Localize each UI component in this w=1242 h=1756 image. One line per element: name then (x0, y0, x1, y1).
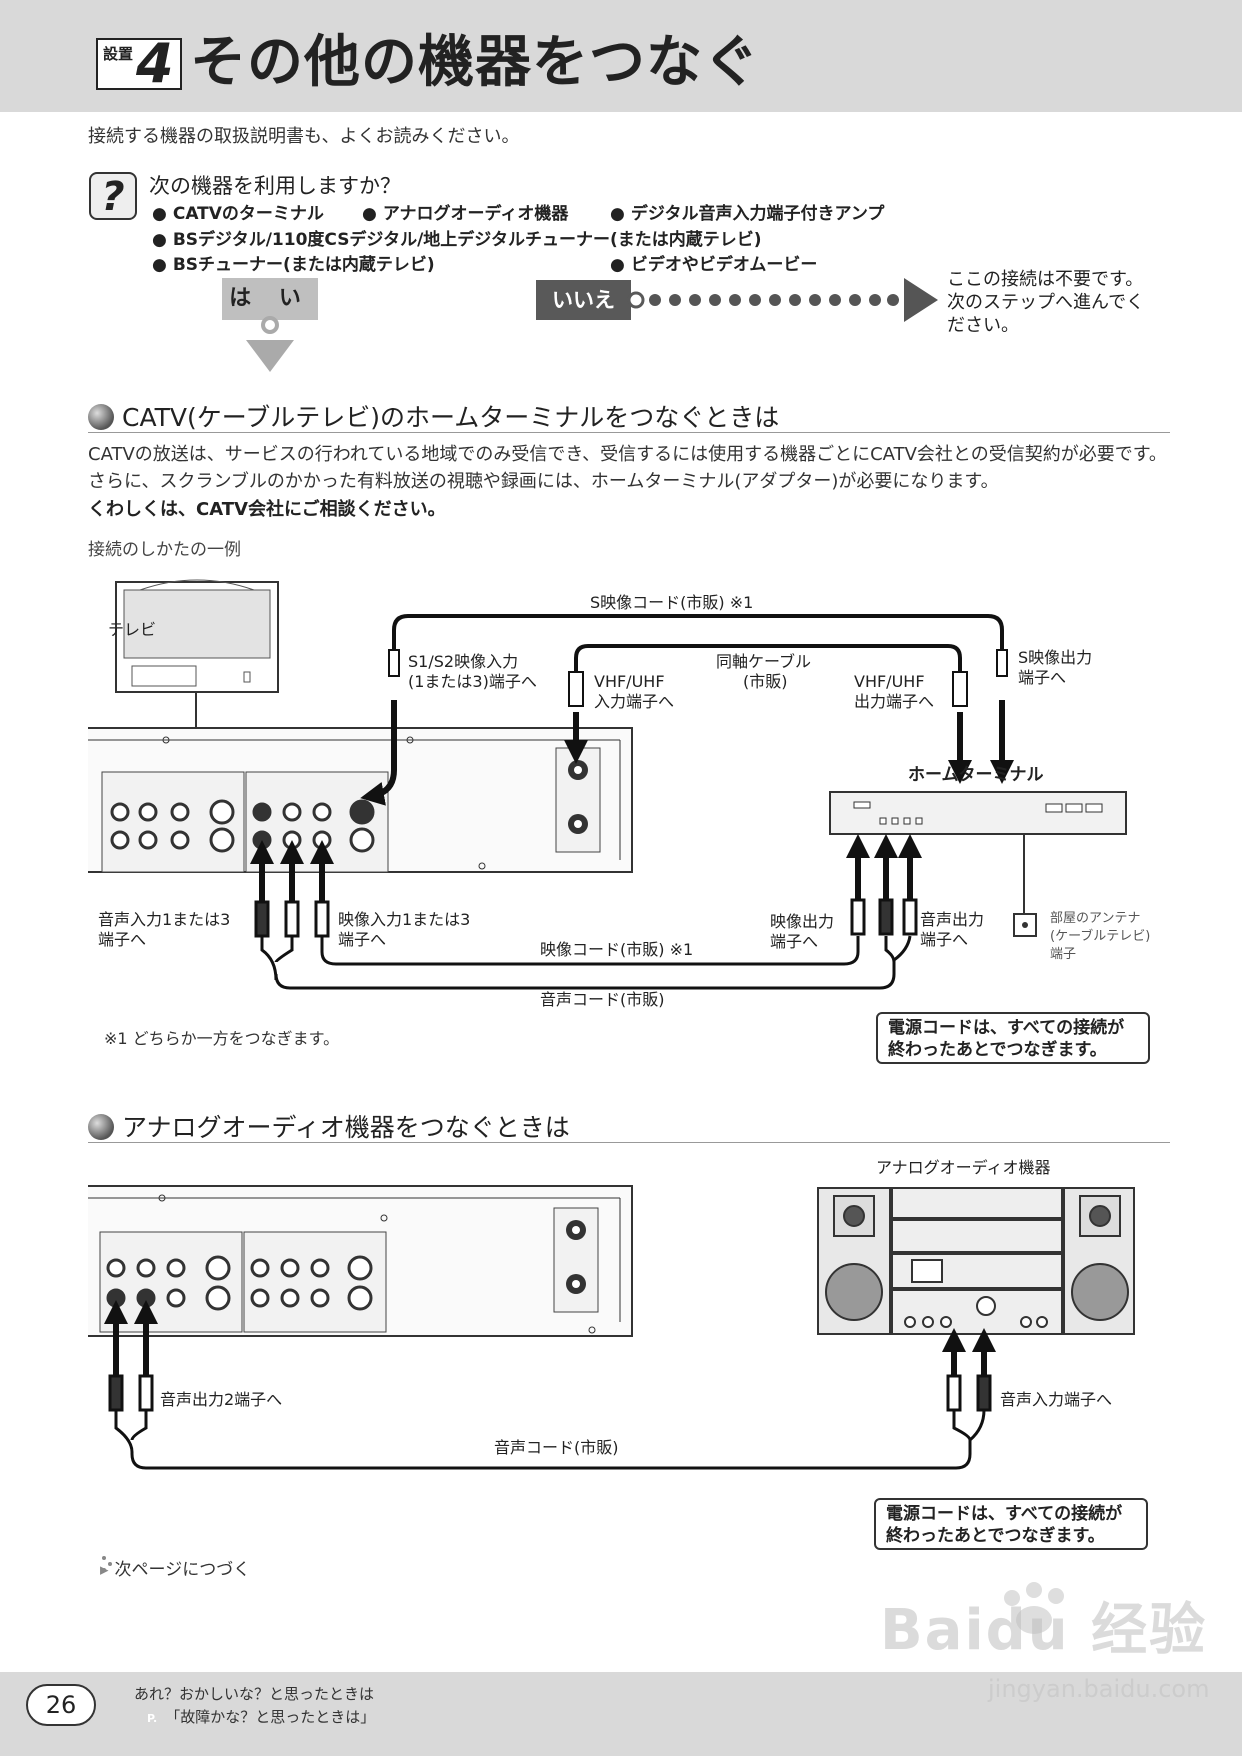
audio-input-label-2: 端子へ (98, 930, 147, 949)
intro-text: 接続する機器の取扱説明書も、よくお読みください。 (88, 126, 520, 147)
connection-arrows-2 (104, 1300, 996, 1376)
step-label: 設置 (103, 45, 134, 63)
page-number: 26 (26, 1684, 96, 1726)
power-notice-catv-line2: 終わったあとでつなぎます。 (888, 1040, 1107, 1060)
analog-audio-in-label: 音声入力端子へ (1000, 1390, 1113, 1409)
video-input-label-1: 映像入力1または3 (338, 910, 471, 929)
no-label: いいえ (536, 280, 631, 320)
footnote-1: ※1 どちらか一方をつなぎます。 (104, 1029, 340, 1048)
step-number: 4 (136, 32, 174, 95)
video-output-label-1: 映像出力 (770, 912, 835, 931)
coax-label-2: (市販) (743, 672, 788, 691)
tv-illustration (115, 579, 279, 728)
footer-page-ref-icon: P. (147, 1712, 158, 1725)
antenna-label-1: 部屋のアンテナ (1050, 911, 1141, 926)
vhf-input-label-1: VHF/UHF (594, 672, 665, 691)
audio-output-label-2: 端子へ (920, 930, 969, 949)
analog-device-label: アナログオーディオ機器 (876, 1158, 1051, 1177)
audio-system-illustration (817, 1187, 1135, 1335)
question-item-catv: CATVのターミナル (152, 199, 324, 224)
catv-heading: CATV(ケーブルテレビ)のホームターミナルをつなぐときは (88, 398, 779, 434)
s-video-cord-label: S映像コード(市販) ※1 (590, 593, 754, 612)
question-icon: ? (89, 172, 137, 220)
audio-output-label-1: 音声出力 (920, 910, 985, 929)
vhf-input-label-2: 入力端子へ (594, 692, 675, 711)
footer-line-2: P. 「故障かな？と思ったときは」 (147, 1706, 375, 1727)
play-arrow-icon: ▸ (100, 1560, 109, 1580)
catv-rule (88, 432, 1170, 433)
baidu-watermark-logo: Baidu 经验 (880, 1598, 1208, 1663)
header-band (0, 0, 1242, 112)
power-notice-catv: 電源コードは、すべての接続が 終わったあとでつなぎます。 (876, 1012, 1150, 1064)
power-notice-catv-line1: 電源コードは、すべての接続が (888, 1018, 1125, 1038)
question-item-digital-tuner: BSデジタル/110度CSデジタル/地上デジタルチューナー(または内蔵テレビ) (152, 225, 762, 250)
section-ball-icon (88, 1114, 114, 1140)
analog-heading: アナログオーディオ機器をつなぐときは (88, 1108, 570, 1144)
footer-band (0, 1672, 1242, 1756)
analog-audio-cord-label: 音声コード(市販) (494, 1438, 619, 1457)
section-ball-icon (88, 404, 114, 430)
s-video-cord (388, 614, 1008, 677)
video-output-label-2: 端子へ (770, 932, 819, 951)
no-flow (627, 278, 938, 322)
page-title: その他の機器をつなぐ (190, 30, 760, 95)
vhf-output-label-1: VHF/UHF (854, 672, 925, 691)
power-notice-analog-line2: 終わったあとでつなぎます。 (886, 1526, 1105, 1546)
no-note: ここの接続は不要です。次のステップへ進んでください。 (947, 269, 1145, 336)
baidu-paw-icon (1004, 1582, 1064, 1634)
question-item-bs-tuner: BSチューナー(または内蔵テレビ) (152, 250, 435, 275)
vhf-output-label-2: 出力端子へ (854, 692, 935, 711)
coax-cable (568, 644, 968, 707)
analog-heading-text: アナログオーディオ機器をつなぐときは (122, 1113, 570, 1142)
s-output-label-2: 端子へ (1018, 668, 1067, 687)
continue-text: 次ページにつづく (114, 1560, 251, 1580)
audio-cord-label: 音声コード(市販) (540, 990, 665, 1009)
antenna-label-2: (ケーブルテレビ) (1050, 929, 1151, 944)
catv-contact: くわしくは、CATV会社にご相談ください。 (88, 499, 446, 520)
home-terminal-illustration (829, 791, 1127, 937)
question-item-analog: アナログオーディオ機器 (362, 199, 568, 224)
baidu-watermark-url: jingyan.baidu.com (988, 1675, 1210, 1703)
question-title: 次の機器を利用しますか？ (149, 174, 401, 198)
s1s2-input-label-2: (1または3)端子へ (408, 672, 537, 691)
analog-rule (88, 1142, 1170, 1143)
continue-next-page: ▸次ページにつづく (100, 1555, 250, 1580)
s-output-label-1: S映像出力 (1018, 648, 1093, 667)
yes-label: は い (222, 278, 318, 320)
example-label: 接続のしかたの一例 (88, 540, 241, 560)
power-notice-analog-line1: 電源コードは、すべての接続が (886, 1504, 1123, 1524)
footer-line-1: あれ？おかしいな？と思ったときは (134, 1685, 375, 1703)
recorder-jacks-2 (106, 1255, 373, 1311)
footer-line-2-text: 「故障かな？と思ったときは」 (165, 1708, 376, 1726)
tv-label: テレビ (108, 620, 157, 639)
power-notice-analog: 電源コードは、すべての接続が 終わったあとでつなぎます。 (874, 1498, 1148, 1550)
s1s2-input-label-1: S1/S2映像入力 (408, 652, 519, 671)
audio-input-label-1: 音声入力1または3 (98, 910, 231, 929)
catv-paragraph: CATVの放送は、サービスの行われている地域でのみ受信でき、受信するには使用する… (88, 444, 1167, 492)
audio-out2-label: 音声出力2端子へ (160, 1390, 283, 1409)
yes-flow (246, 316, 294, 372)
question-item-video: ビデオやビデオムービー (610, 250, 818, 275)
question-item-digital-amp: デジタル音声入力端子付きアンプ (610, 199, 884, 224)
connection-arrows (250, 700, 1014, 902)
step-badge: 設置 4 (96, 34, 182, 94)
continue-icon (102, 1556, 112, 1572)
video-input-label-2: 端子へ (338, 930, 387, 949)
home-terminal-label: ホームターミナル (908, 765, 1044, 785)
catv-heading-text: CATV(ケーブルテレビ)のホームターミナルをつなぐときは (122, 403, 780, 432)
rca-cords-analog (108, 1374, 992, 1470)
coax-label-1: 同軸ケーブル (716, 652, 812, 671)
video-cord-label: 映像コード(市販) ※1 (540, 940, 694, 959)
antenna-label-3: 端子 (1050, 947, 1077, 962)
rca-cords-catv (254, 898, 918, 990)
